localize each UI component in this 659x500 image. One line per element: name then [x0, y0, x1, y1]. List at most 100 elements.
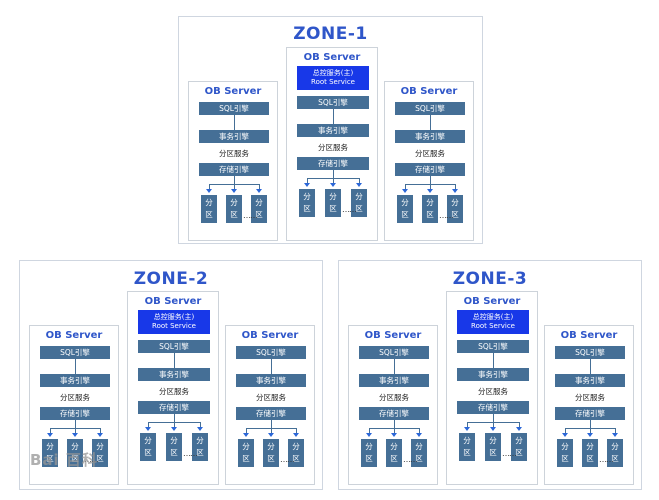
partition-label-top: 分 — [292, 442, 300, 451]
connector-line — [394, 359, 395, 374]
connector-line — [590, 428, 591, 434]
partition-label-top: 分 — [515, 436, 523, 445]
partition-label-top: 分 — [365, 442, 373, 451]
transaction-engine-box: 事务引擎 — [199, 130, 269, 143]
partition-label-bottom: 区 — [426, 210, 434, 219]
ellipsis: …… — [280, 455, 295, 464]
ellipsis: …… — [599, 455, 614, 464]
arrow-down-icon — [256, 189, 262, 193]
connector-line — [234, 184, 235, 190]
partition-box: 分区 — [166, 433, 182, 461]
connector-line — [590, 359, 591, 374]
transaction-engine-box: 事务引擎 — [297, 124, 369, 137]
root-service-label-en: Root Service — [311, 78, 355, 86]
partition-label-top: 分 — [489, 436, 497, 445]
connector-line — [75, 428, 76, 434]
zone-title: ZONE-3 — [452, 269, 528, 289]
connector-line — [394, 428, 395, 434]
partition-label-top: 分 — [611, 442, 619, 451]
partition-label-top: 分 — [170, 436, 178, 445]
partition-label-bottom: 区 — [611, 454, 619, 463]
connector-line — [333, 178, 334, 184]
arrow-down-icon — [562, 433, 568, 437]
transaction-engine-box: 事务引擎 — [236, 374, 306, 387]
partition-label-top: 分 — [230, 198, 238, 207]
arrow-down-icon — [391, 433, 397, 437]
root-service-box: 总控服务(主)Root Service — [297, 66, 369, 90]
partition-service-label: 分区服务 — [379, 393, 409, 402]
baidu-baike-watermark: Bai 百科 — [30, 451, 98, 469]
server-title: OB Server — [303, 52, 361, 63]
partition-box: 分区 — [459, 433, 475, 461]
server-title: OB Server — [204, 86, 262, 97]
connector-line — [467, 422, 468, 428]
partition-box: 分区 — [288, 439, 304, 467]
sql-engine-box: SQL引擎 — [395, 102, 465, 115]
partition-service-label: 分区服务 — [415, 149, 445, 158]
partition-label-bottom: 区 — [390, 454, 398, 463]
partition-label-top: 分 — [303, 192, 311, 201]
arrow-down-icon — [47, 433, 53, 437]
arrow-down-icon — [197, 427, 203, 431]
arrow-down-icon — [427, 189, 433, 193]
arrow-down-icon — [97, 433, 103, 437]
zone-title: ZONE-1 — [293, 24, 368, 44]
partition-box: 分区 — [92, 439, 108, 467]
connector-line — [174, 353, 175, 368]
connector-line — [493, 414, 494, 422]
arrow-down-icon — [231, 189, 237, 193]
partition-box: 分区 — [411, 439, 427, 467]
sql-engine-box: SQL引擎 — [297, 96, 369, 109]
partition-label-bottom: 区 — [463, 448, 471, 457]
storage-engine-box: 存储引擎 — [138, 401, 210, 414]
connector-line — [271, 428, 272, 434]
arrow-down-icon — [268, 433, 274, 437]
server-title: OB Server — [400, 86, 458, 97]
arrow-down-icon — [206, 189, 212, 193]
partition-box: 分区 — [192, 433, 208, 461]
partition-box: 分区 — [263, 439, 279, 467]
partition-label-bottom: 区 — [205, 210, 213, 219]
arrow-down-icon — [145, 427, 151, 431]
transaction-engine-box: 事务引擎 — [555, 374, 625, 387]
ellipsis: …… — [439, 211, 454, 220]
arrow-down-icon — [587, 433, 593, 437]
partition-box: 分区 — [299, 189, 315, 217]
connector-line — [615, 428, 616, 434]
partition-label-top: 分 — [71, 442, 79, 451]
partition-label-bottom: 区 — [489, 448, 497, 457]
connector-line — [200, 422, 201, 428]
partition-label-bottom: 区 — [46, 454, 54, 463]
server-title: OB Server — [364, 330, 422, 341]
ellipsis: …… — [502, 449, 517, 458]
connector-line — [333, 109, 334, 124]
arrow-down-icon — [416, 433, 422, 437]
connector-line — [234, 176, 235, 184]
sql-engine-box: SQL引擎 — [138, 340, 210, 353]
partition-label-top: 分 — [144, 436, 152, 445]
connector-line — [75, 420, 76, 428]
partition-label-bottom: 区 — [170, 448, 178, 457]
arrow-down-icon — [330, 183, 336, 187]
ellipsis: …… — [243, 211, 258, 220]
connector-line — [369, 428, 370, 434]
partition-box: 分区 — [251, 195, 267, 223]
arrow-down-icon — [293, 433, 299, 437]
partition-service-label: 分区服务 — [256, 393, 286, 402]
transaction-engine-box: 事务引擎 — [138, 368, 210, 381]
partition-box: 分区 — [607, 439, 623, 467]
connector-line — [75, 359, 76, 374]
partition-label-bottom: 区 — [255, 210, 263, 219]
partition-label-bottom: 区 — [196, 448, 204, 457]
partition-label-top: 分 — [463, 436, 471, 445]
sql-engine-box: SQL引擎 — [40, 346, 110, 359]
connector-line — [209, 184, 210, 190]
transaction-engine-box: 事务引擎 — [395, 130, 465, 143]
